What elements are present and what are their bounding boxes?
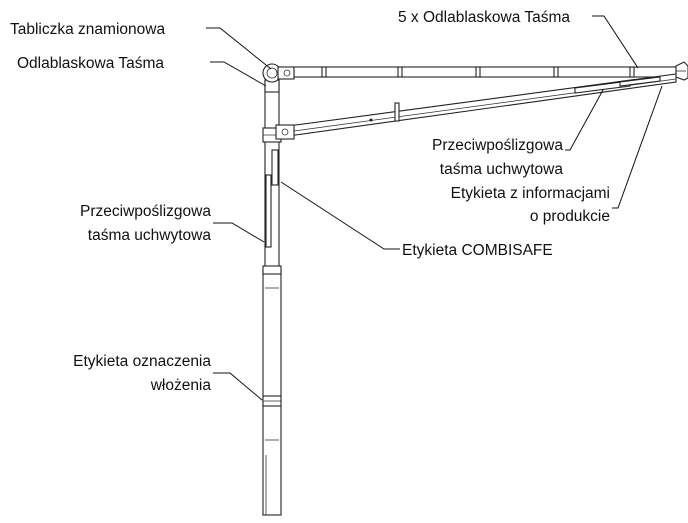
label-product-info-line1: Etykieta z informacjami [451,185,610,202]
label-combisafe: Etykieta COMBISAFE [402,242,553,259]
arm-product-label [619,76,661,87]
post-grip-tape [265,174,272,248]
arm-grip-tape [574,80,631,94]
label-grip-arm-line1: Przeciwpoślizgowa [432,137,563,154]
beam-reflective-tape [553,66,559,78]
label-grip-arm-line2: taśma uchwytowa [440,161,564,178]
label-grip-post-line2: taśma uchwytowa [88,227,212,244]
label-grip-post-line1: Przeciwpoślizgowa [80,203,211,220]
label-reflective-beam: 5 x Odlablaskowa Taśma [398,9,570,26]
leader-grip-post [213,222,265,243]
label-insertion-line2: włożenia [150,377,212,394]
diagonal-arm [275,73,677,140]
callout-labels: Tabliczka znamionowa Odlablaskowa Taśma … [10,9,610,394]
post-head [262,63,295,83]
beam-reflective-tape [397,66,403,78]
label-nameplate: Tabliczka znamionowa [10,21,165,38]
leader-reflective-post [210,61,267,87]
leader-insertion [213,372,263,401]
vertical-post [262,79,282,516]
callout-lines [206,15,663,401]
leader-grip-arm [565,89,604,151]
top-beam [293,61,688,81]
nameplate-plate [277,66,295,80]
beam-reflective-tape [629,66,635,78]
beam-reflective-tape [321,66,327,78]
leader-nameplate [206,27,272,70]
leader-combisafe [280,181,400,250]
arm-clamp [275,124,295,140]
top-beam-tube [293,66,677,78]
leader-product-info [612,85,663,209]
label-reflective-post: Odlablaskowa Taśma [17,55,164,72]
leader-reflective-beam [592,15,639,69]
beam-reflective-tape [475,66,481,78]
post-joint-collar [262,265,282,275]
post-combisafe-label [271,149,279,186]
label-product-info-line2: o produkcie [530,208,610,225]
arm-small-fitting [394,102,400,122]
label-insertion-line1: Etykieta oznaczenia [73,353,211,370]
